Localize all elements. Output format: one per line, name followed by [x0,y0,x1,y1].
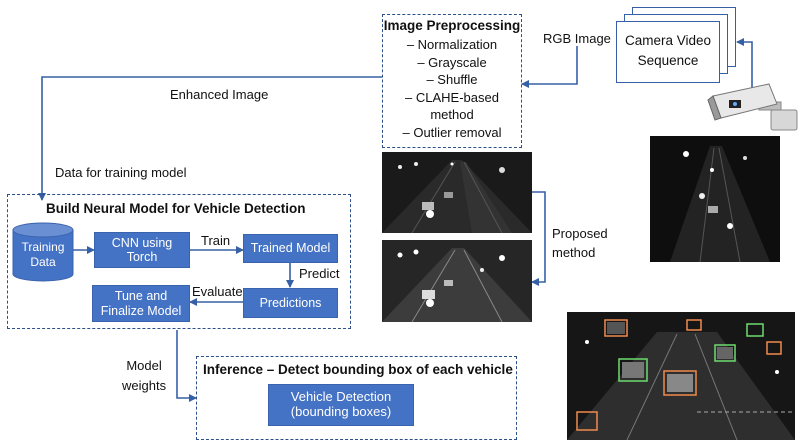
preprocessing-title: Image Preprocessing [383,18,521,33]
inference-box [196,356,517,440]
road-image-original [382,152,532,233]
camera-label: Camera Video Sequence [617,31,719,71]
tune-line1: Tune and [114,289,168,304]
preprocessing-box [382,14,522,148]
list-item: – Outlier removal [402,124,502,140]
cnn-line2: Torch [126,250,158,264]
list-item: – Shuffle [426,72,478,87]
proposed-label: Proposed [552,226,608,241]
list-item: – CLAHE-based [405,89,499,105]
list-item: method [430,107,474,122]
detection-result-image [567,312,795,440]
arrow-proposed-method [531,191,546,286]
camera-label-line2: Sequence [637,53,699,68]
vehicle-detection-line2: (bounding boxes) [290,404,392,419]
list-item: – Grayscale [417,54,487,70]
training-data-label: Training Data [12,240,74,270]
predict-label: Predict [299,266,340,281]
build-model-title: Build Neural Model for Vehicle Detection [46,201,306,216]
model-label: Model [126,358,162,373]
enhanced-image-label: Enhanced Image [170,87,269,102]
vehicle-detection-line1: Vehicle Detection [290,389,392,405]
model-weights-label: Model weights [122,356,166,396]
inference-title: Inference – Detect bounding box of each … [203,362,513,377]
training-data-line2: Data [30,255,56,269]
preprocessing-list: – Normalization – Grayscale – Shuffle – … [382,36,522,141]
arrow-enhanced-image [38,76,382,201]
method-label: method [552,245,596,260]
arrow-camera-device-to-sequence [736,38,753,94]
database-icon [12,222,74,282]
build-model-box [7,194,351,329]
list-item: – Normalization [406,37,498,52]
evaluate-label: Evaluate [192,284,243,299]
trained-model-box: Trained Model [243,234,338,263]
vehicle-detection-box: Vehicle Detection(bounding boxes) [268,384,414,426]
tune-line2: Finalize Model [100,303,182,318]
train-label: Train [201,233,231,248]
training-data-line1: Training [21,240,65,254]
cctv-camera-icon [707,83,798,131]
data-for-training-label: Data for training model [55,165,187,180]
arrow-model-weights [176,330,197,402]
arrow-camera-to-preprocessing [521,46,578,88]
cnn-line1: CNN using [111,235,173,250]
video-frame-front: Camera Video Sequence [616,21,720,83]
camera-frame-image [650,136,780,262]
proposed-method-label: Proposed method [552,224,608,262]
rgb-image-label: RGB Image [543,31,611,46]
predictions-box: Predictions [243,288,338,318]
weights-label: weights [122,378,167,393]
road-image-enhanced [382,240,532,322]
camera-label-line1: Camera Video [624,33,712,48]
